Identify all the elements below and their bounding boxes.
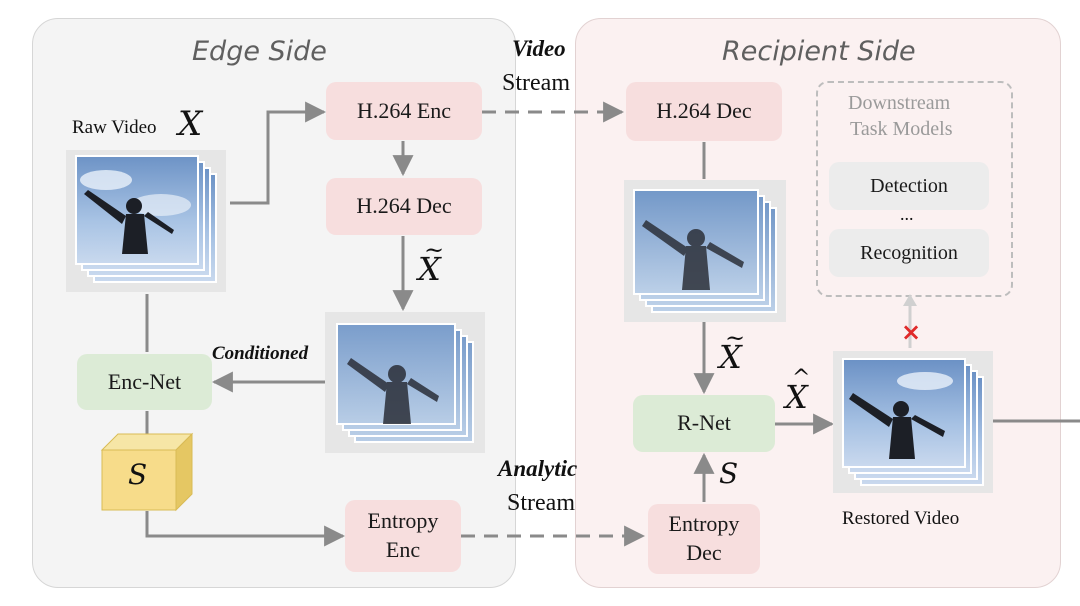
entropy-enc-line2: Enc (385, 537, 421, 562)
decoded-frames-edge (325, 312, 485, 453)
analytic-stream-label: Stream (507, 490, 575, 516)
raw-video-frames (66, 150, 226, 292)
recipient-side-title: Recipient Side (722, 36, 916, 67)
downstream-task-models-box (816, 81, 1013, 297)
restored-video-label: Restored Video (842, 508, 960, 529)
s-symbol-cube: S (128, 458, 148, 491)
entropy-enc-line1: Entropy (367, 508, 439, 534)
r-net-box: R-Net (633, 395, 775, 452)
x-hat: ^ X (785, 366, 811, 416)
video-stream-label: Stream (502, 70, 570, 96)
recognition-box: Recognition (829, 229, 989, 277)
arrow-raw-to-h264enc (230, 101, 327, 205)
downstream-title-line1: Downstream (848, 92, 951, 114)
entropy-dec-box: Entropy Dec (648, 504, 760, 574)
entropy-dec-line1: Entropy (668, 511, 740, 537)
x-tilde-edge: ~ X (418, 236, 445, 288)
arrow-cube-to-entropyenc (145, 511, 346, 547)
entropy-enc-box: Entropy Enc (345, 500, 461, 572)
conditioned-label: Conditioned (212, 343, 309, 364)
detection-box: Detection (829, 162, 989, 210)
x-tilde-recipient: ~ X (719, 324, 746, 376)
blocked-x-icon: × (901, 318, 922, 346)
analytic-stream-emphasis: Analytic (498, 456, 578, 481)
restored-video-frames (833, 351, 993, 493)
raw-video-label: Raw Video (72, 117, 157, 138)
downstream-title-line2: Task Models (850, 118, 953, 140)
edge-side-title: Edge Side (192, 36, 327, 67)
downstream-ellipsis: ... (900, 204, 914, 224)
h264-dec-box-recipient: H.264 Dec (626, 82, 782, 141)
video-stream-emphasis: Video (512, 36, 566, 61)
s-symbol-recipient: S (719, 457, 739, 490)
latent-cube: S (100, 432, 194, 512)
h264-dec-box-edge: H.264 Dec (326, 178, 482, 235)
raw-video-symbol: X (178, 104, 203, 144)
decoded-frames-recipient (624, 180, 786, 322)
entropy-dec-line2: Dec (686, 540, 722, 565)
enc-net-box: Enc-Net (77, 354, 212, 410)
h264-enc-box: H.264 Enc (326, 82, 482, 140)
